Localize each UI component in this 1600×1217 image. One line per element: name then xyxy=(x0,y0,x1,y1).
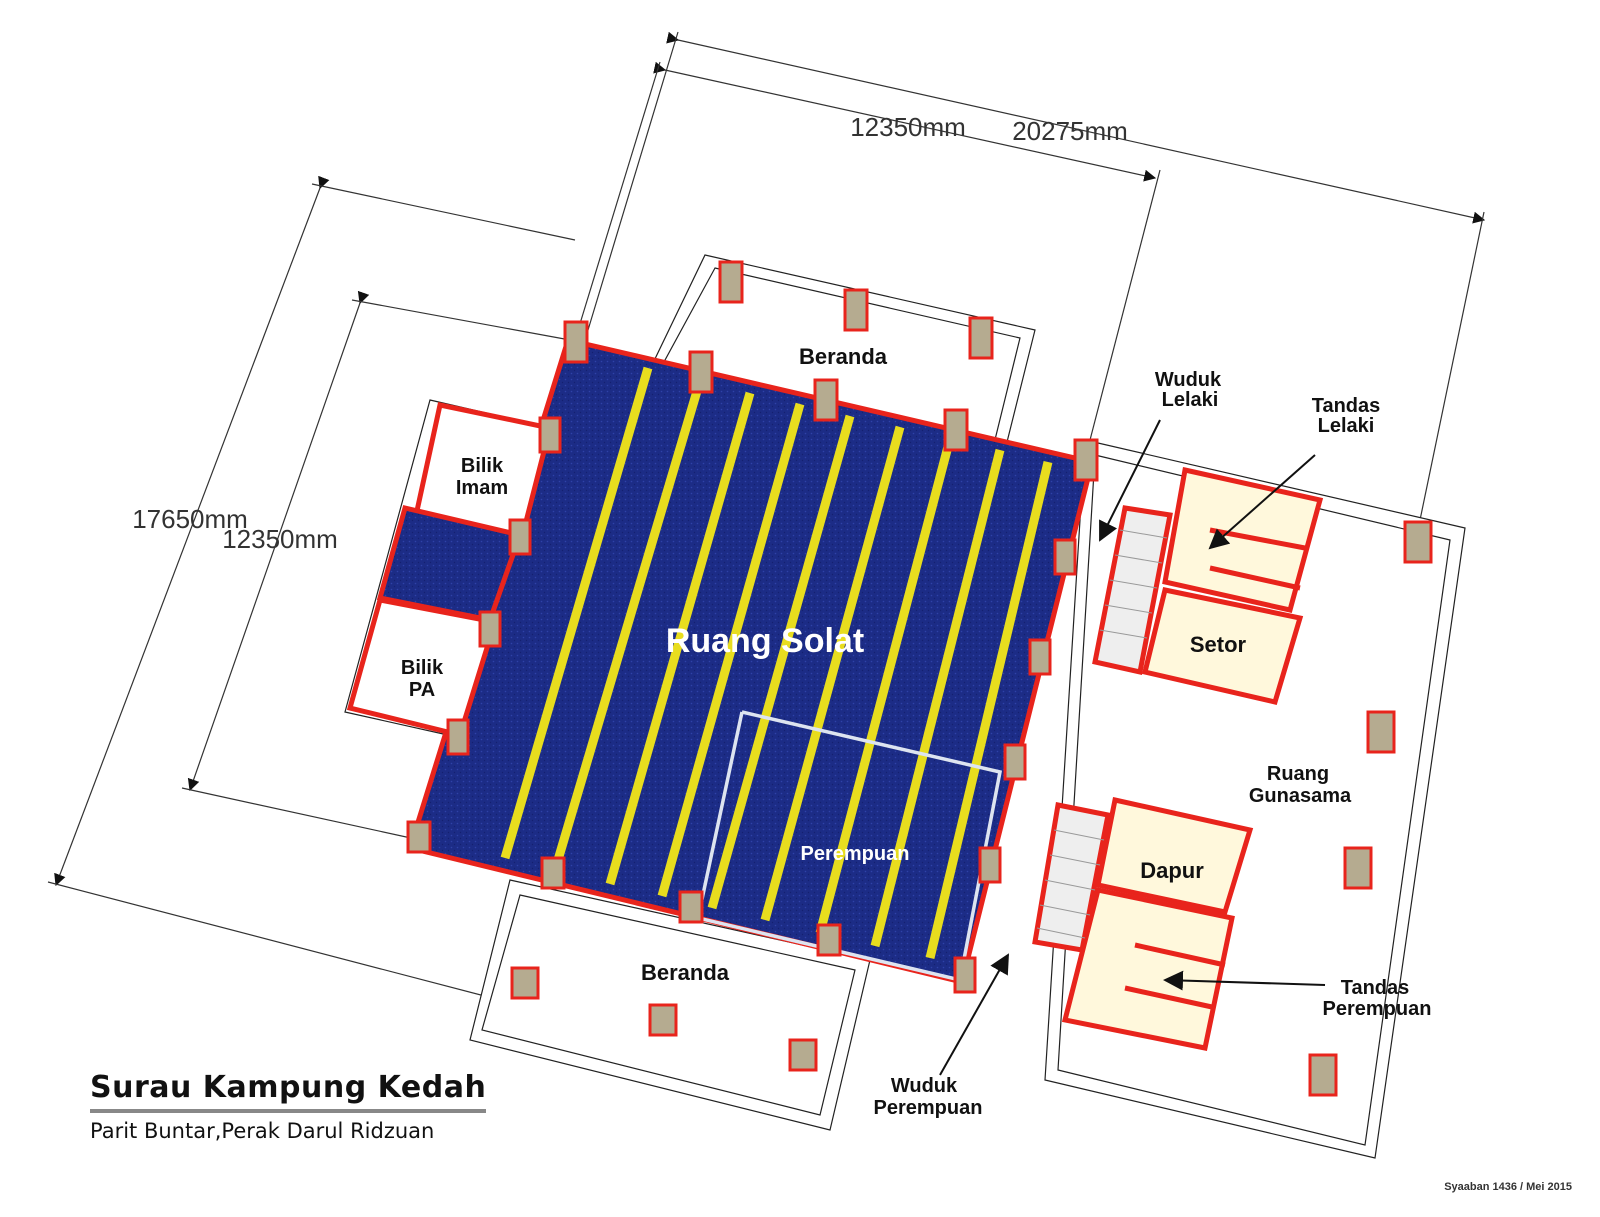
dapur-label: Dapur xyxy=(1140,858,1204,883)
tandas-perempuan-label-2: Perempuan xyxy=(1323,998,1432,1020)
wuduk-perempuan-label-2: Perempuan xyxy=(874,1097,983,1119)
ruang-solat-label: Ruang Solat xyxy=(666,622,864,660)
label-arrows xyxy=(939,419,1326,1076)
setor-label: Setor xyxy=(1190,632,1247,657)
perempuan-label: Perempuan xyxy=(801,843,910,865)
bilik-imam-label-2: Imam xyxy=(456,477,508,499)
bilik-imam-label-1: Bilik xyxy=(461,455,504,477)
dimension-top-outer: 20275mm xyxy=(1012,116,1128,146)
tandas-lelaki-label-1: Tandas xyxy=(1312,395,1381,417)
dimension-left-outer: 17650mm xyxy=(132,504,248,534)
ruang-gunasama-label-1: Ruang xyxy=(1267,763,1329,785)
plan-title: Surau Kampung Kedah xyxy=(90,1070,487,1113)
saf-stripes xyxy=(500,366,1053,960)
tandas-perempuan-label-1: Tandas xyxy=(1341,977,1410,999)
bilik-pa-label-2: PA xyxy=(409,679,435,701)
wuduk-lelaki-label-2: Lelaki xyxy=(1162,389,1219,411)
dimension-top-inner: 12350mm xyxy=(850,112,966,142)
wuduk-perempuan-label-1: Wuduk xyxy=(891,1075,958,1097)
date-label: Syaaban 1436 / Mei 2015 xyxy=(1444,1181,1572,1193)
columns xyxy=(406,260,1433,1097)
ruang-gunasama-label-2: Gunasama xyxy=(1249,785,1352,807)
dimension-lines xyxy=(47,31,1486,1001)
bilik-pa-label-1: Bilik xyxy=(401,657,444,679)
plan-subtitle: Parit Buntar,Perak Darul Ridzuan xyxy=(90,1119,435,1143)
title-block: Surau Kampung Kedah Parit Buntar,Perak D… xyxy=(90,1070,487,1143)
left-rooms xyxy=(346,402,554,738)
tandas-lelaki-label-2: Lelaki xyxy=(1318,415,1375,437)
beranda-top-label: Beranda xyxy=(799,344,888,369)
dimension-left-inner: 12350mm xyxy=(222,524,338,554)
beranda-bottom-label: Beranda xyxy=(641,960,730,985)
wuduk-lelaki-label-1: Wuduk xyxy=(1155,369,1222,391)
stair-treads xyxy=(1036,529,1168,939)
